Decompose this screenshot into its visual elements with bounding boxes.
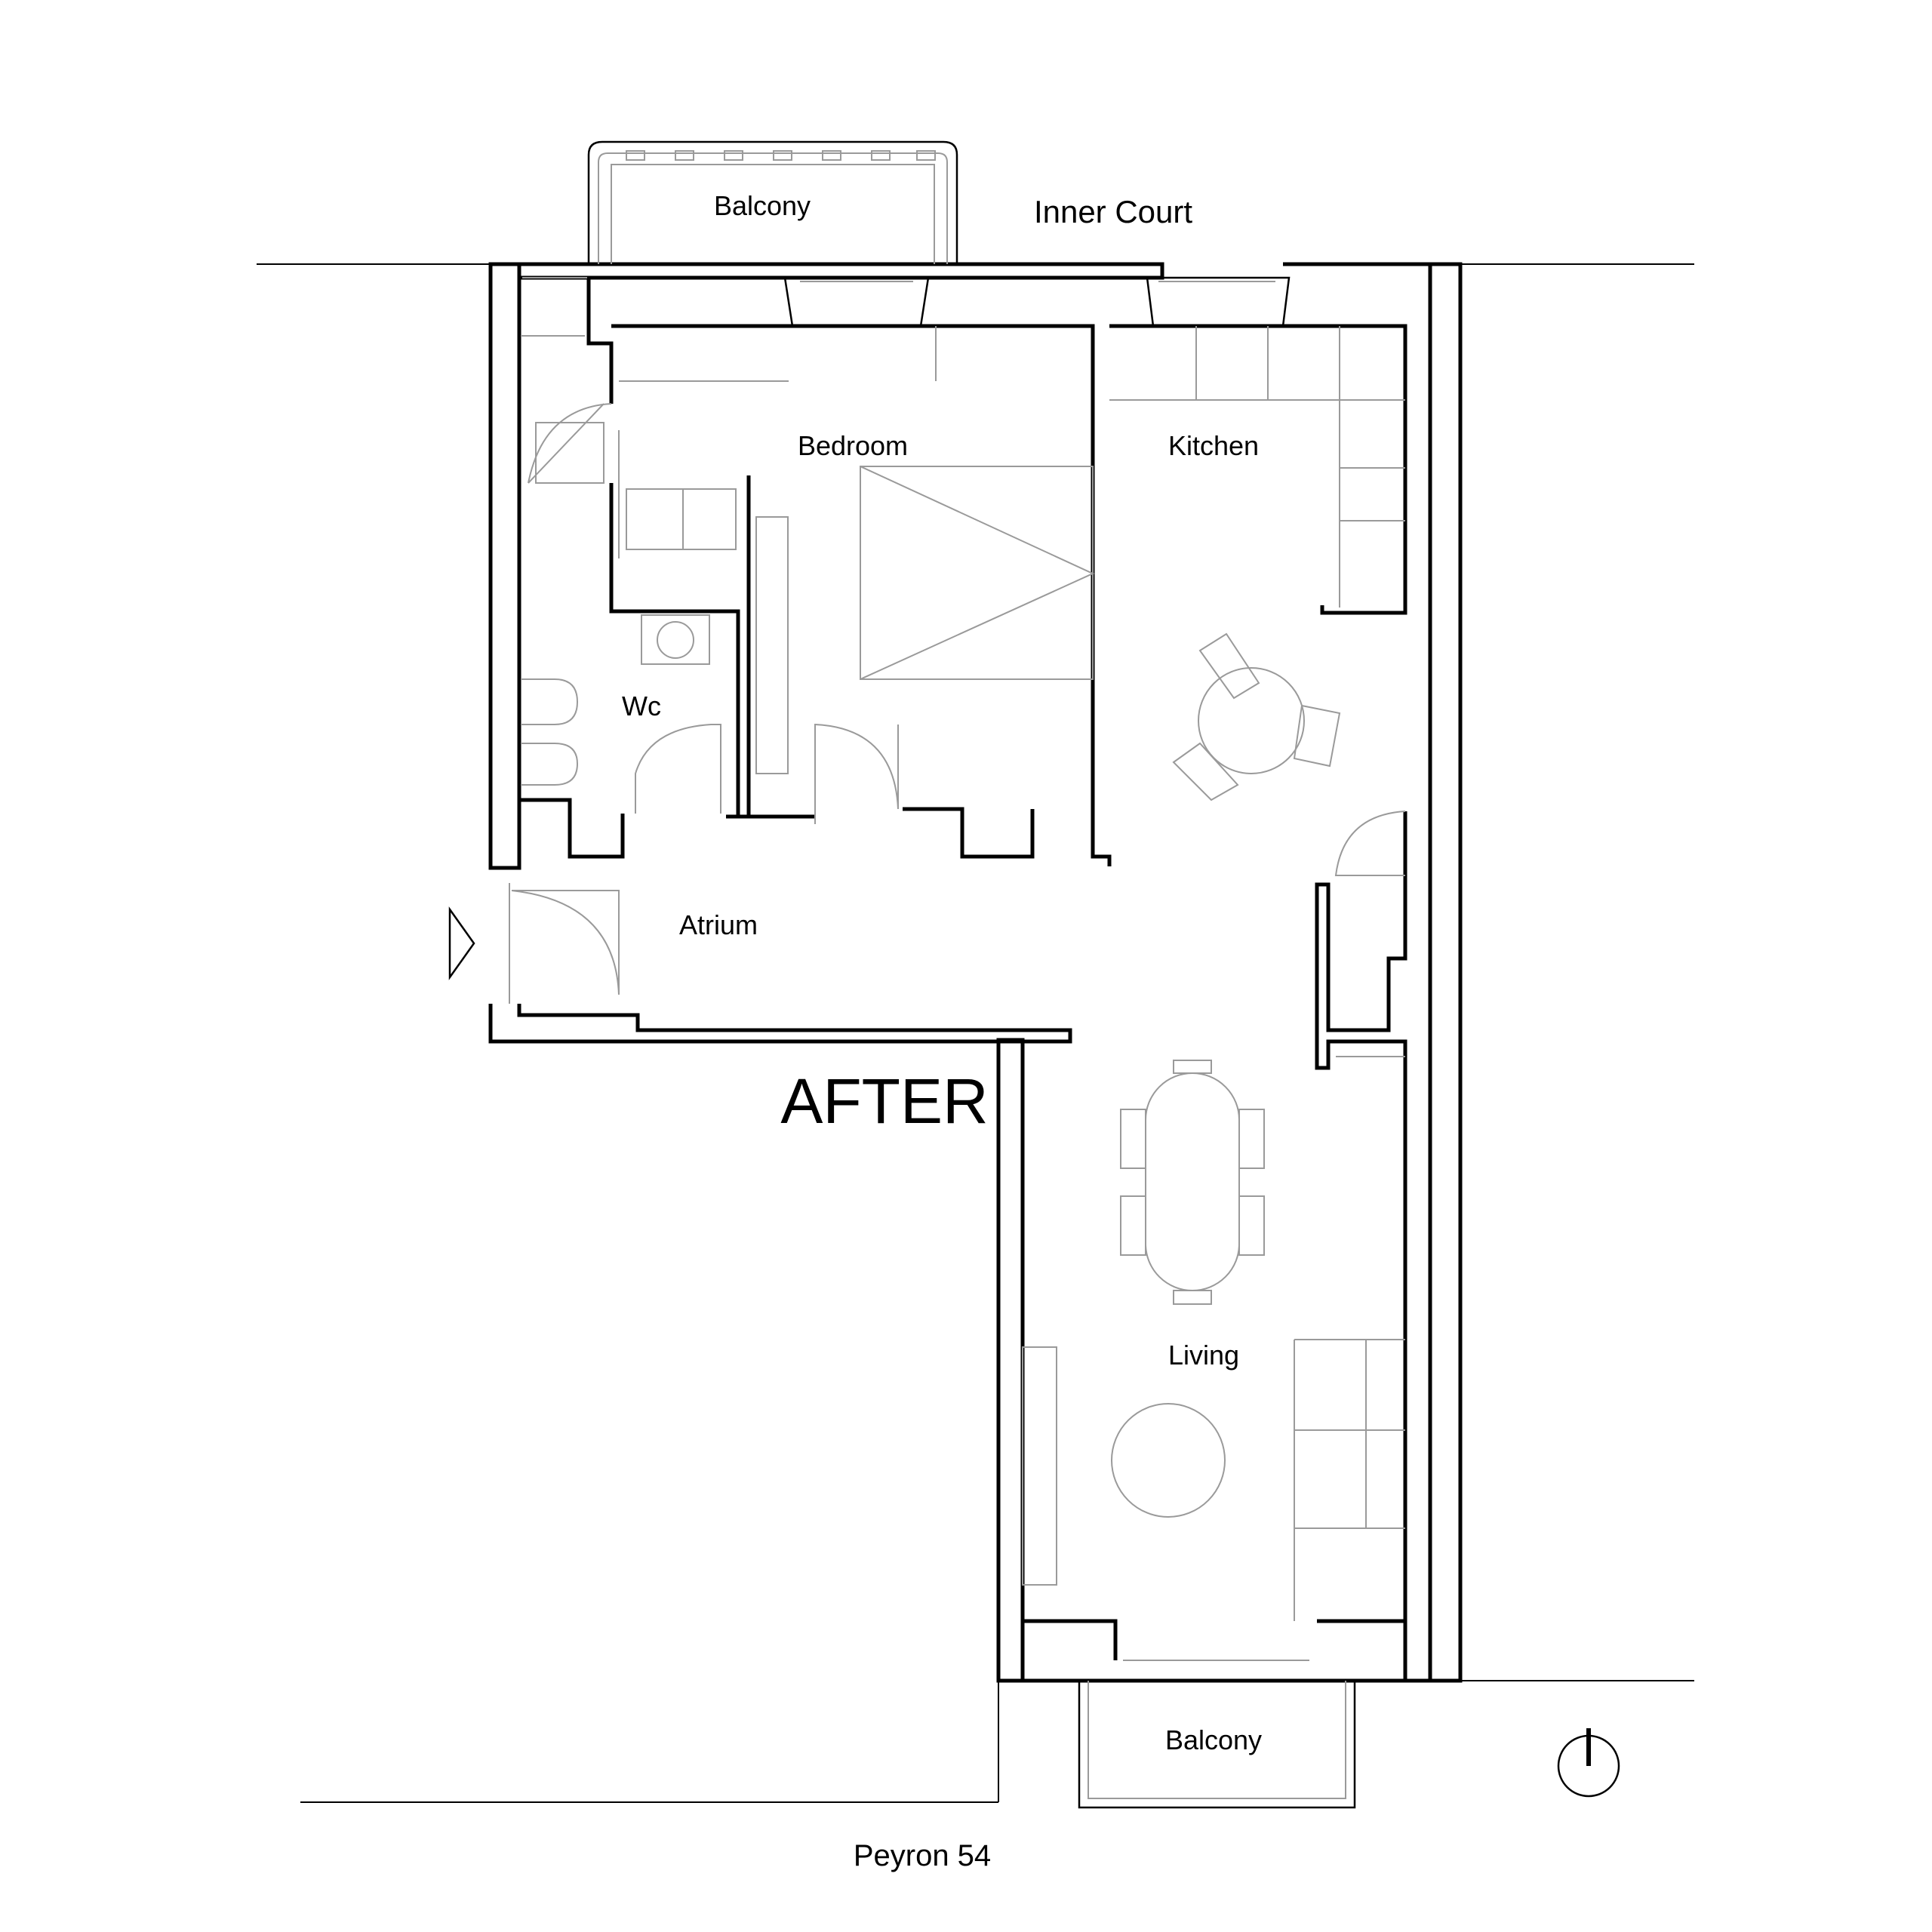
inner-court-label: Inner Court	[1034, 194, 1192, 229]
doors	[509, 403, 1406, 1004]
north-arrow-icon	[1557, 1728, 1620, 1798]
living-label: Living	[1168, 1340, 1239, 1371]
balcony-top: Balcony	[587, 140, 958, 264]
interior-walls	[519, 278, 1407, 1621]
bedroom-furniture	[618, 326, 1095, 774]
living-furniture	[1022, 1056, 1405, 1621]
kitchen-label: Kitchen	[1168, 430, 1259, 461]
street-label: Peyron 54	[854, 1839, 991, 1872]
balcony-bottom-label: Balcony	[1165, 1724, 1262, 1755]
entrance-arrow-icon	[448, 906, 475, 980]
exterior-walls	[488, 262, 1463, 1683]
balcony-bottom: Balcony	[1078, 1681, 1356, 1809]
wc-label: Wc	[622, 691, 661, 721]
plan-title: AFTER	[780, 1066, 988, 1137]
bedroom-label: Bedroom	[798, 430, 908, 461]
site-context	[257, 263, 1694, 1803]
atrium-label: Atrium	[679, 909, 758, 940]
kitchen-furniture	[1109, 326, 1405, 801]
wc-fixtures	[521, 335, 710, 786]
windows	[522, 276, 1309, 1661]
balcony-top-label: Balcony	[714, 190, 811, 221]
